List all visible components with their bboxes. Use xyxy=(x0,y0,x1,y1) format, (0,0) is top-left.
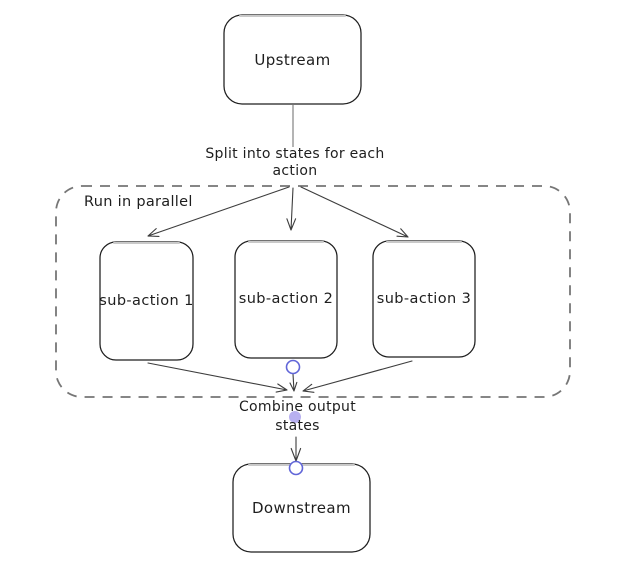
edge-split-to-sub1[interactable] xyxy=(147,186,290,237)
split-edge-label: Split into states for each action xyxy=(205,146,385,179)
combine-edge-label: Combine output states xyxy=(238,399,357,434)
sub-action-2-node-label: sub-action 2 xyxy=(238,291,334,307)
sub-action-3-node-label: sub-action 3 xyxy=(376,290,472,307)
edge-sub3-to-combine[interactable] xyxy=(302,360,413,393)
edge-split-to-sub2[interactable] xyxy=(286,187,297,231)
sub-action-2-node-shape[interactable] xyxy=(234,240,338,359)
downstream-node-label: Downstream xyxy=(251,499,352,517)
upstream-node-shape[interactable] xyxy=(223,14,362,105)
sub-action-1-node-label: sub-action 1 xyxy=(99,293,194,309)
parallel-group-label: Run in parallel xyxy=(84,194,193,210)
edge-midpoint-handle[interactable] xyxy=(289,411,301,423)
sub-action-3-node-shape[interactable] xyxy=(372,240,476,358)
upstream-node-label: Upstream xyxy=(254,50,331,69)
downstream-input-connection-handle[interactable] xyxy=(288,460,304,476)
edge-split-to-sub3[interactable] xyxy=(300,186,409,238)
edge-sub2-to-combine[interactable] xyxy=(289,373,298,392)
sub-action-1-node-shape[interactable] xyxy=(99,241,194,361)
parallel-group-container[interactable] xyxy=(55,185,571,398)
edge-combine-to-downstream[interactable] xyxy=(290,436,302,462)
sub2-output-connection-handle[interactable] xyxy=(285,359,301,375)
edge-sub1-to-combine[interactable] xyxy=(147,362,288,393)
